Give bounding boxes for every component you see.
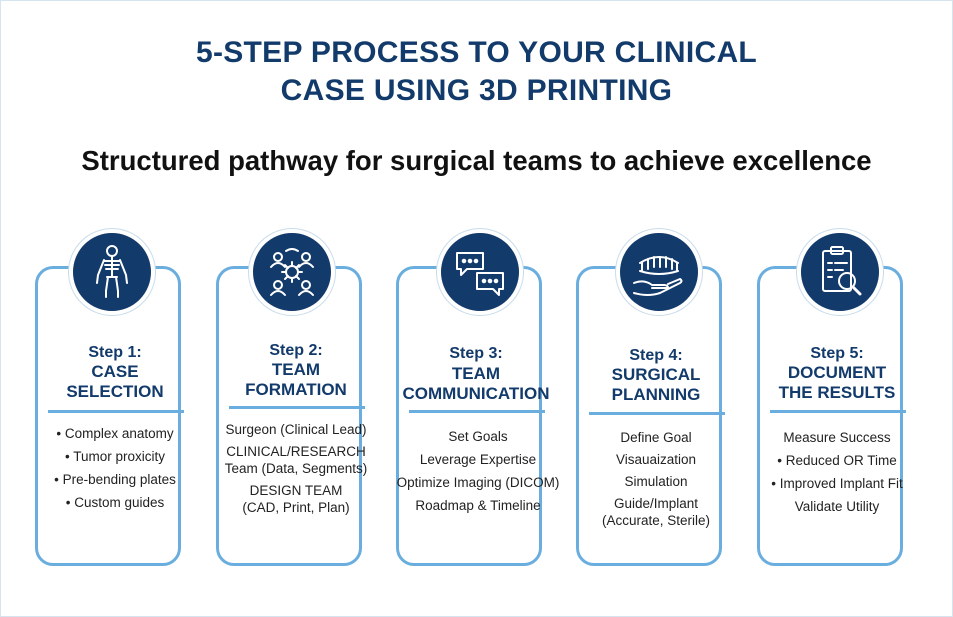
step-5-name-line-1: DOCUMENT bbox=[787, 363, 887, 382]
list-item: Define Goal bbox=[620, 430, 692, 445]
title-line-1: 5-STEP PROCESS TO YOUR CLINICAL bbox=[195, 36, 758, 69]
list-item: Simulation bbox=[624, 474, 688, 489]
step-3-name-line-1: TEAM bbox=[451, 364, 501, 383]
step-5-badge bbox=[797, 229, 883, 315]
step-3-label: Step 3: bbox=[449, 345, 503, 362]
step-1-card bbox=[35, 266, 181, 566]
step-4-card bbox=[576, 266, 722, 566]
step-5-items: Measure Success • Reduced OR Time • Impr… bbox=[749, 429, 925, 521]
step-3-name-line-2: COMMUNICATION bbox=[402, 384, 550, 403]
step-4-divider bbox=[589, 412, 725, 415]
step-2-name-line-2: FORMATION bbox=[245, 380, 347, 399]
step-2-name-line-1: TEAM bbox=[271, 360, 321, 379]
step-4-label: Step 4: bbox=[629, 347, 683, 364]
list-item: Roadmap & Timeline bbox=[415, 498, 541, 513]
list-item: Optimize Imaging (DICOM) bbox=[396, 475, 560, 490]
step-2-badge bbox=[249, 229, 335, 315]
list-item: • Custom guides bbox=[65, 495, 165, 510]
step-1-badge bbox=[69, 229, 155, 315]
step-2-divider bbox=[229, 406, 365, 409]
step-4-name-line-2: PLANNING bbox=[611, 385, 701, 404]
list-item: Visauaization bbox=[615, 452, 697, 467]
list-item: • Pre-bending plates bbox=[54, 472, 176, 487]
step-1-label: Step 1: bbox=[88, 344, 142, 361]
step-1-divider bbox=[48, 410, 184, 413]
list-item: Measure Success bbox=[783, 430, 891, 445]
step-3-badge bbox=[437, 229, 523, 315]
step-5-label: Step 5: bbox=[810, 345, 864, 362]
step-2-label: Step 2: bbox=[269, 342, 323, 359]
step-4-name-line-1: SURGICAL bbox=[611, 365, 701, 384]
list-item: Team (Data, Segments) bbox=[224, 461, 368, 476]
step-3-items: Set Goals Leverage Expertise Optimize Im… bbox=[388, 428, 568, 520]
step-3-divider bbox=[409, 410, 545, 413]
list-item: DESIGN TEAM bbox=[249, 483, 343, 498]
step-3-card bbox=[396, 266, 542, 566]
title-line-2: CASE USING 3D PRINTING bbox=[280, 74, 673, 107]
list-item: (CAD, Print, Plan) bbox=[242, 500, 350, 515]
step-2-items: Surgeon (Clinical Lead) CLINICAL/RESEARC… bbox=[208, 421, 384, 522]
step-1-name-line-2: SELECTION bbox=[66, 382, 164, 401]
human-skeleton-icon bbox=[96, 245, 128, 298]
list-item: Leverage Expertise bbox=[419, 452, 537, 467]
chat-bubbles-icon bbox=[456, 252, 504, 296]
step-1-items: • Complex anatomy • Tumor proxicity • Pr… bbox=[27, 425, 203, 517]
list-item: • Complex anatomy bbox=[56, 426, 174, 441]
step-4-items: Define Goal Visauaization Simulation Gui… bbox=[568, 429, 744, 535]
list-item: • Tumor proxicity bbox=[65, 449, 165, 464]
list-item: (Accurate, Sterile) bbox=[601, 513, 711, 528]
step-5-divider bbox=[770, 410, 906, 413]
list-item: • Improved Implant Fit bbox=[771, 476, 903, 491]
list-item: Surgeon (Clinical Lead) bbox=[225, 422, 367, 437]
list-item: Set Goals bbox=[448, 429, 508, 444]
list-item: Guide/Implant bbox=[613, 496, 699, 511]
list-item: CLINICAL/RESEARCH bbox=[226, 444, 366, 459]
step-1-name-line-1: CASE bbox=[91, 362, 139, 381]
hand-dental-model-icon bbox=[633, 256, 683, 296]
subtitle: Structured pathway for surgical teams to… bbox=[81, 145, 872, 176]
step-5-card bbox=[757, 266, 903, 566]
clipboard-magnifier-icon bbox=[822, 246, 862, 296]
team-gear-icon bbox=[270, 248, 314, 296]
list-item: Validate Utility bbox=[794, 499, 880, 514]
step-2-card bbox=[216, 266, 362, 566]
step-4-badge bbox=[616, 229, 702, 315]
list-item: • Reduced OR Time bbox=[777, 453, 897, 468]
step-5-name-line-2: THE RESULTS bbox=[778, 383, 896, 402]
